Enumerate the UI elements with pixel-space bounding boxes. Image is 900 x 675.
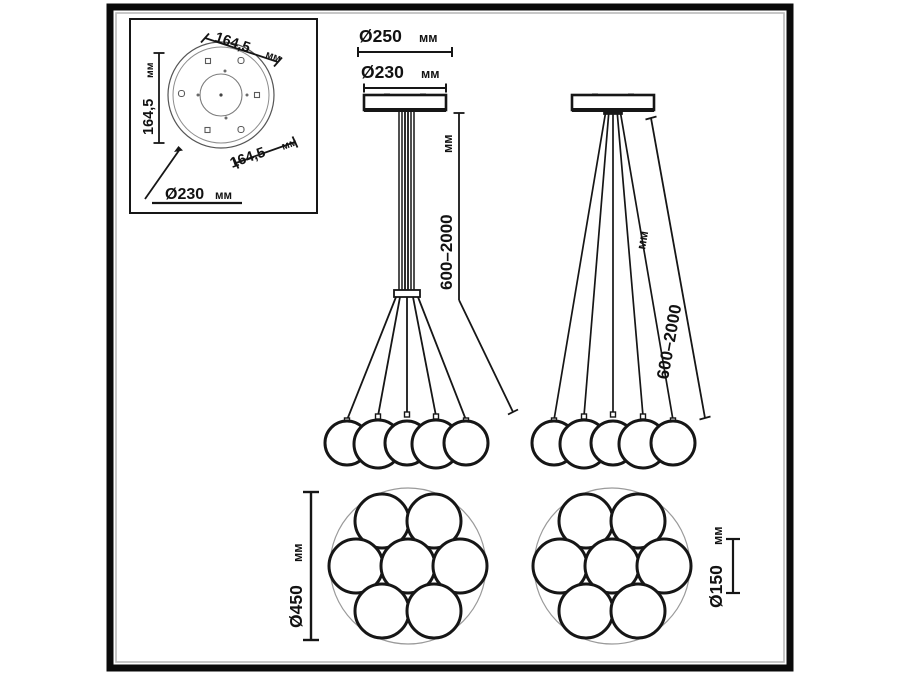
inset-dim-left-unit: мм — [144, 62, 156, 78]
elev-left-d250-unit: мм — [419, 31, 438, 45]
inset-dim-d230-value: Ø230 — [165, 186, 204, 203]
elev-right-canopy — [570, 93, 656, 112]
elev-left-cord-bundle — [393, 110, 421, 298]
elev-left-dim-d250 — [357, 47, 453, 57]
elev-left-globes — [323, 418, 490, 470]
inset-leader-arrow — [144, 146, 242, 205]
inset-dim-left — [153, 52, 165, 144]
elev-left-d230-unit: мм — [421, 67, 440, 81]
plan-right: Ø150 мм — [531, 487, 740, 645]
elev-left-dim-d230 — [363, 83, 447, 93]
inset-dim-bottom-right-unit: мм — [280, 136, 299, 153]
elev-left-d230-value: Ø230 — [361, 62, 404, 82]
detail-inset-box: 164,5 мм 164,5 мм 164,5 мм Ø230 мм — [129, 18, 318, 214]
inset-dim-bottom-right — [232, 136, 299, 169]
plan-left-d450-unit: мм — [291, 544, 305, 563]
plan-left-d450-value: Ø450 — [286, 585, 306, 628]
elev-right-cords — [550, 109, 677, 424]
plan-right-dim-d150 — [726, 537, 740, 595]
elevation-right: 600–2000 мм — [530, 93, 711, 470]
plan-left-globes — [327, 492, 489, 640]
plan-left: Ø450 мм — [286, 487, 489, 645]
canopy-plate-circles — [167, 41, 275, 149]
elev-left-drop-unit: мм — [441, 135, 455, 154]
plan-right-d150-value: Ø150 — [706, 565, 726, 608]
elev-right-drop-unit: мм — [634, 230, 651, 251]
inset-dim-d230-unit: мм — [215, 190, 232, 202]
elev-left-canopy — [362, 93, 448, 112]
plan-right-globes — [531, 492, 693, 640]
plan-left-dim-d450 — [303, 490, 319, 642]
elev-left-drop-value: 600–2000 — [437, 214, 456, 290]
inset-dim-left-value: 164,5 — [141, 99, 157, 135]
elev-left-dim-drop — [453, 112, 519, 416]
elevation-left: Ø250 мм Ø230 мм — [323, 26, 519, 470]
elev-right-dim-drop — [645, 115, 711, 421]
inset-dim-top — [200, 32, 283, 68]
elev-left-d250-value: Ø250 — [359, 26, 402, 46]
plan-right-d150-unit: мм — [711, 527, 725, 546]
elev-right-globes — [530, 418, 697, 470]
canopy-inner-screws — [196, 69, 249, 120]
drawing-frame — [106, 3, 794, 672]
inset-dim-top-unit: мм — [264, 48, 283, 64]
canopy-mounting-holes — [177, 56, 261, 134]
